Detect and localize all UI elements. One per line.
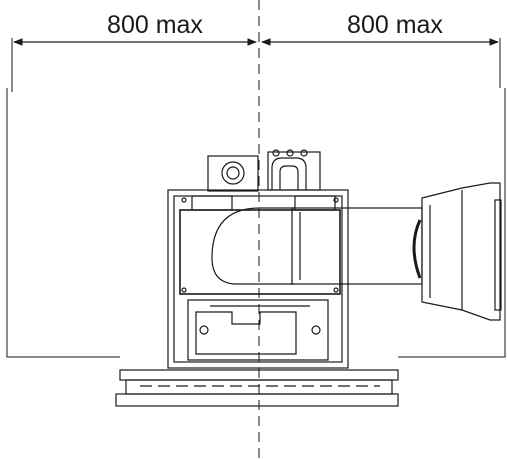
duct <box>291 207 423 285</box>
fan-housing <box>421 182 501 321</box>
clearance-boundary <box>6 38 506 358</box>
main-body <box>167 189 349 369</box>
left-top-box <box>207 155 259 192</box>
appliance-top-view <box>115 149 502 407</box>
dimension-label-left: 800 max <box>107 11 203 39</box>
dimension-label-right: 800 max <box>347 11 443 39</box>
elbow-pipe <box>211 207 294 285</box>
lower-frame <box>187 299 329 361</box>
